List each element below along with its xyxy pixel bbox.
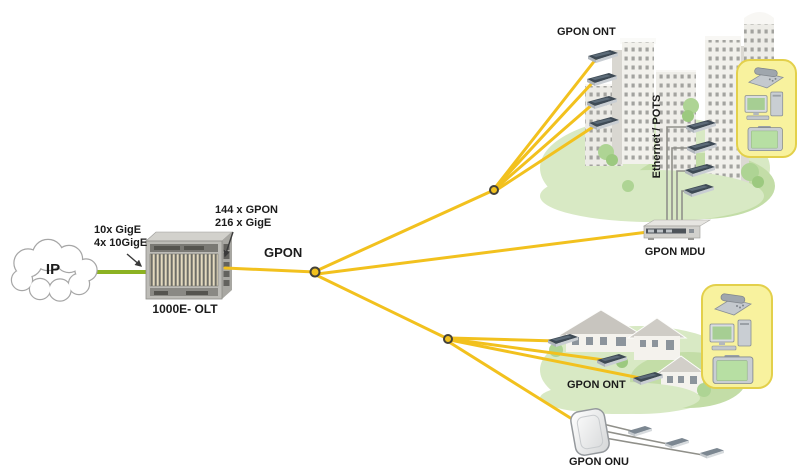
fiber-to-mdu [315, 230, 650, 276]
gpon-ont-top-label: GPON ONT [557, 26, 616, 38]
top-optical-splitter [489, 185, 499, 195]
uplink-note-line2: 4x 10GigE [94, 237, 148, 249]
fiber-to-onu [447, 340, 582, 426]
fiber-to-top-splitter [314, 188, 496, 273]
olt-name-label: 1000E- OLT [152, 302, 218, 316]
modem-device [665, 438, 689, 449]
gpon-mdu-device [642, 219, 712, 240]
uplink-note-line1: 10x GigE [94, 224, 142, 236]
gpon-ont-bottom-label: GPON ONT [567, 379, 626, 391]
fiber-trunk-line [223, 266, 317, 274]
olt-chassis [145, 231, 233, 300]
tv-icon [747, 125, 783, 151]
gpon-trunk-label: GPON [264, 245, 303, 260]
modem-device [628, 426, 652, 437]
ip-cloud [10, 238, 98, 302]
gpon-onu-device [570, 408, 610, 456]
capacity-note-line1: 144 x GPON [215, 204, 278, 216]
tv-icon [712, 354, 754, 384]
residential-scene [540, 309, 746, 414]
modem-device [700, 448, 724, 459]
ethernet-pots-label: Ethernet / POTS [651, 94, 663, 179]
gpon-onu-label: GPON ONU [569, 456, 629, 468]
houses [556, 309, 708, 394]
bottom-optical-splitter [443, 334, 453, 344]
ip-cloud-label: IP [45, 261, 61, 278]
capacity-note-arrow [223, 231, 234, 258]
subscriber-modems [628, 426, 724, 459]
fiber-to-bottom-splitter [314, 273, 450, 341]
gpon-mdu-label: GPON MDU [644, 246, 706, 258]
ethernet-riser-lines [666, 126, 688, 223]
onu-ethernet-lines [602, 423, 704, 456]
uplink-note-arrow [126, 253, 143, 267]
main-optical-splitter [309, 266, 321, 278]
services-panel-top [736, 59, 797, 158]
capacity-note-line2: 216 x GigE [215, 217, 272, 229]
fiber-lines [223, 57, 650, 426]
city-trees [598, 98, 764, 192]
services-panel-bottom [701, 284, 773, 389]
